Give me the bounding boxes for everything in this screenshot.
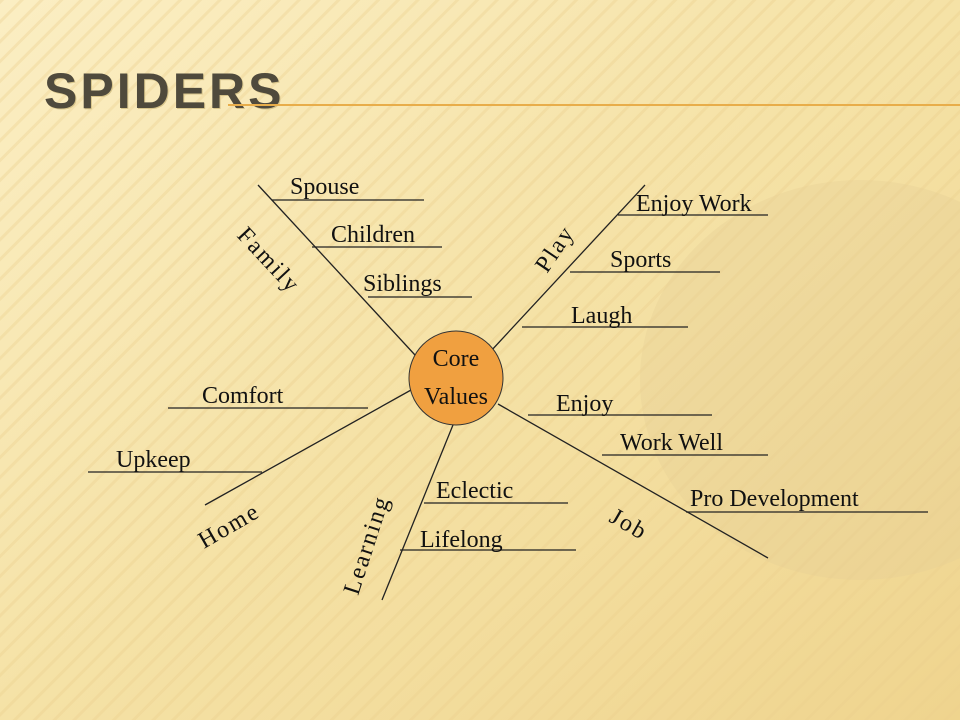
spoke-family bbox=[257, 184, 416, 356]
item-upkeep: Upkeep bbox=[116, 447, 191, 473]
item-sports: Sports bbox=[610, 247, 671, 273]
branch-label-home: Home bbox=[194, 498, 265, 554]
item-comfort: Comfort bbox=[202, 383, 284, 409]
item-children: Children bbox=[331, 222, 415, 248]
slide-title: Spiders bbox=[44, 63, 285, 119]
spoke-play bbox=[489, 184, 646, 353]
spoke-home bbox=[204, 384, 421, 506]
branch-label-job: Job bbox=[605, 504, 652, 546]
item-work-well: Work Well bbox=[620, 430, 723, 456]
branch-label-family: Family bbox=[232, 222, 306, 298]
title-underline bbox=[228, 104, 960, 106]
item-lifelong: Lifelong bbox=[420, 527, 503, 553]
spoke-job bbox=[497, 403, 769, 559]
core-values-line1: Core bbox=[433, 346, 480, 372]
item-eclectic: Eclectic bbox=[436, 478, 513, 504]
item-spouse: Spouse bbox=[290, 174, 359, 200]
branch-label-learning: Learning bbox=[339, 492, 395, 598]
item-enjoy-work: Enjoy Work bbox=[636, 191, 752, 217]
item-laugh: Laugh bbox=[571, 303, 632, 329]
item-enjoy: Enjoy bbox=[556, 391, 613, 417]
spoke-learning bbox=[381, 419, 456, 601]
core-values-line2: Values bbox=[424, 384, 488, 410]
branch-label-play: Play bbox=[530, 221, 580, 278]
item-pro-development: Pro Development bbox=[690, 486, 859, 512]
core-values-node bbox=[408, 330, 504, 426]
item-siblings: Siblings bbox=[363, 271, 442, 297]
